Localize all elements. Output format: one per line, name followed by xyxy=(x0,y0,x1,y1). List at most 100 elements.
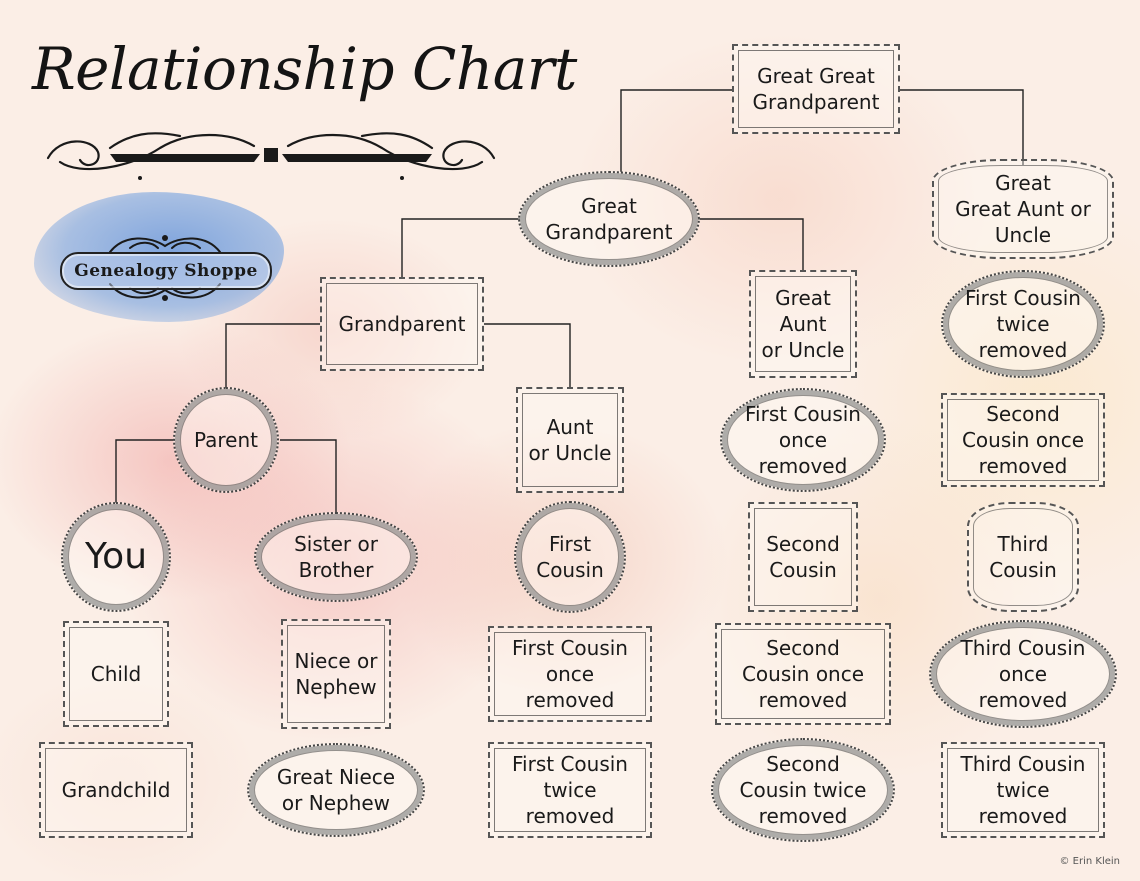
node-label-line: Cousin twice xyxy=(739,778,867,802)
node-label-line: or Uncle xyxy=(528,441,612,465)
connector-greatgrandparent-great-aunt xyxy=(698,218,804,270)
node-label-line: or Uncle xyxy=(761,338,845,362)
node-label-line: Nephew xyxy=(295,675,377,699)
logo-swirl-icon xyxy=(109,235,221,301)
node-label-line: Third xyxy=(997,532,1049,556)
node-label-line: First Cousin xyxy=(512,752,628,776)
node-label-line: removed xyxy=(758,454,848,478)
node-label-line: removed xyxy=(758,688,848,712)
node-label-line: removed xyxy=(978,338,1068,362)
node-label-line: once xyxy=(545,662,595,686)
node-label-line: Great Aunt or xyxy=(955,197,1091,221)
node-grandchild: Grandchild xyxy=(39,742,193,838)
node-label-line: Grandparent xyxy=(545,220,673,244)
node-label-line: Cousin xyxy=(989,558,1057,582)
connector-grandparent-aunt xyxy=(484,323,571,387)
connector-parent-sibling xyxy=(280,439,337,512)
connector-ggp-greatgrandparent xyxy=(620,89,732,172)
node-grandparent: Grandparent xyxy=(320,277,484,371)
node-label-line: Great xyxy=(995,171,1051,195)
node-label-line: or Nephew xyxy=(281,791,391,815)
node-label-line: Aunt xyxy=(546,415,594,439)
node-child: Child xyxy=(63,621,169,727)
node-label-line: Great xyxy=(775,286,831,310)
connector-ggp-great-great-aunt xyxy=(900,89,1024,165)
node-label-line: Cousin xyxy=(769,558,837,582)
node-label-line: First Cousin xyxy=(512,636,628,660)
node-label-line: removed xyxy=(978,454,1068,478)
node-label-line: Aunt xyxy=(779,312,827,336)
node-label-line: twice xyxy=(996,778,1050,802)
node-label-line: Grandparent xyxy=(752,90,880,114)
title-flourish-icon xyxy=(46,132,496,180)
node-label-line: once xyxy=(998,662,1048,686)
node-label-line: Second xyxy=(986,402,1060,426)
connector-greatgrandparent-grandparent xyxy=(401,218,520,278)
node-label-line: Second xyxy=(766,532,840,556)
node-label-line: removed xyxy=(525,688,615,712)
node-label-line: Second xyxy=(766,636,840,660)
node-label-line: once xyxy=(778,428,828,452)
node-label-line: Great Great xyxy=(757,64,875,88)
node-label-line: twice xyxy=(996,312,1050,336)
node-label-line: removed xyxy=(978,688,1068,712)
copyright-credit: © Erin Klein xyxy=(1059,856,1120,867)
genealogy-shoppe-logo: Genealogy Shoppe xyxy=(60,252,272,290)
node-label-line: Great Niece xyxy=(276,765,396,789)
node-label-line: twice xyxy=(543,778,597,802)
node-label-line: removed xyxy=(525,804,615,828)
node-label-line: Third Cousin xyxy=(960,636,1086,660)
node-label-line: removed xyxy=(758,804,848,828)
node-label-line: removed xyxy=(978,804,1068,828)
node-label-line: Cousin once xyxy=(961,428,1085,452)
node-label-line: Third Cousin xyxy=(960,752,1086,776)
node-label-line: First Cousin xyxy=(745,402,861,426)
node-you: You xyxy=(61,502,171,612)
node-label-line: Sister or xyxy=(294,532,378,556)
node-label-line: Uncle xyxy=(994,223,1052,247)
page-title: Relationship Chart xyxy=(32,35,577,103)
connector-grandparent-parent xyxy=(225,323,320,388)
